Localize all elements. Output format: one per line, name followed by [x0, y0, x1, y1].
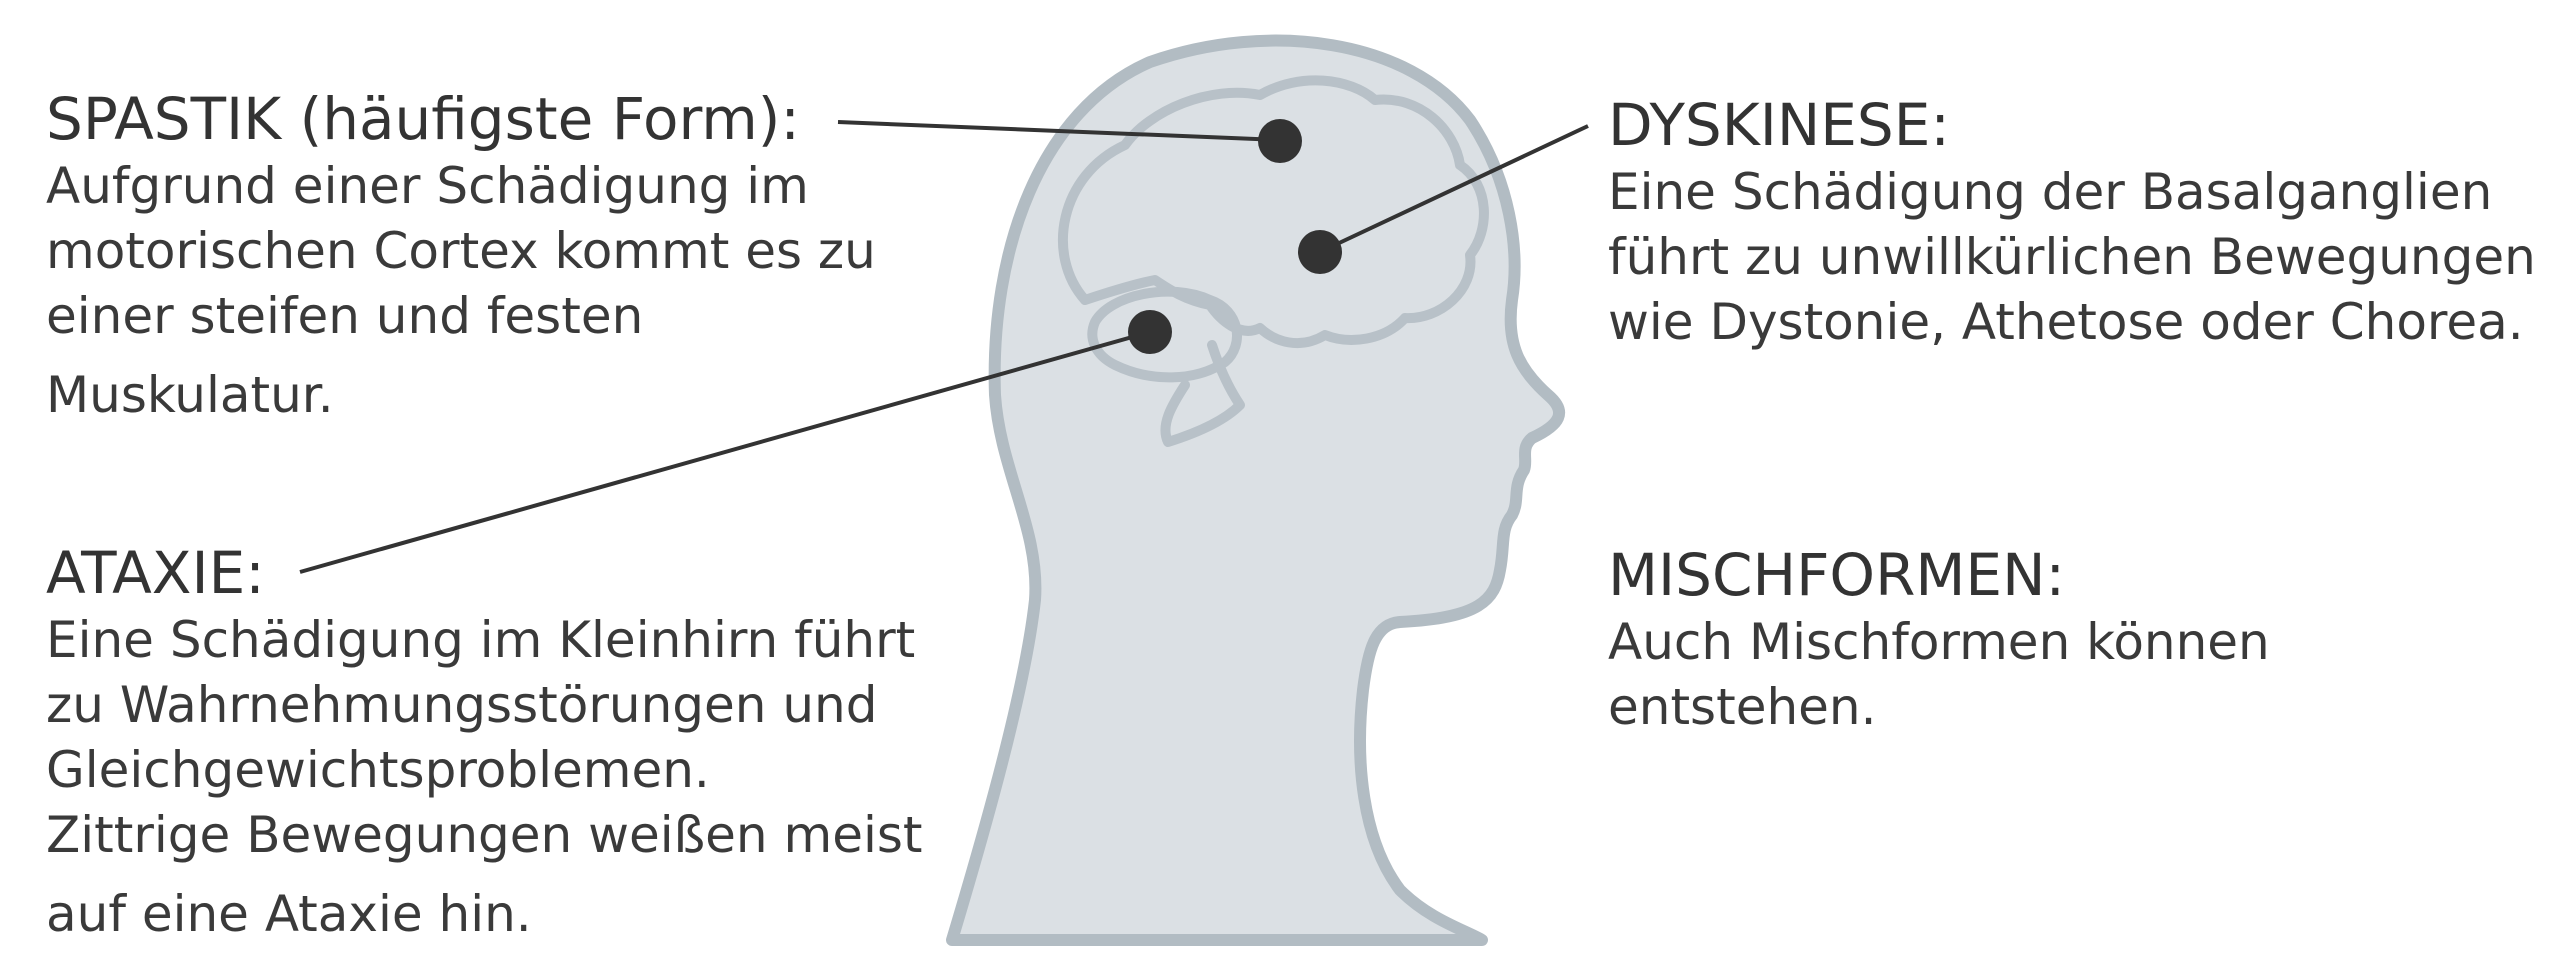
label-ataxie-line: Gleichgewichtsproblemen. [46, 741, 710, 799]
label-mischformen: MISCHFORMEN: Auch Mischformen können ent… [1608, 540, 2270, 740]
label-dyskinese: DYSKINESE: Eine Schädigung der Basalgang… [1608, 90, 2536, 355]
label-dyskinese-line: führt zu unwillkürlichen Bewegungen [1608, 228, 2536, 286]
leader-line-spastik [837, 120, 1281, 142]
label-mischformen-line: entstehen. [1608, 678, 1877, 736]
label-ataxie: ATAXIE: Eine Schädigung im Kleinhirn füh… [46, 538, 923, 947]
label-spastik-line: Aufgrund einer Schädigung im [46, 157, 809, 215]
leader-line-ataxie [299, 330, 1151, 574]
label-dyskinese-line: Eine Schädigung der Basalganglien [1608, 163, 2493, 221]
label-ataxie-line: zu Wahrnehmungsstörungen und [46, 676, 878, 734]
label-ataxie-line: Eine Schädigung im Kleinhirn führt [46, 611, 916, 669]
label-spastik-line: einer steifen und festen [46, 287, 644, 345]
marker-motor-cortex [1258, 119, 1302, 163]
marker-basal-ganglia [1298, 230, 1342, 274]
label-ataxie-line: auf eine Ataxie hin. [46, 885, 532, 943]
label-spastik: SPASTIK (häufigste Form): Aufgrund einer… [46, 84, 876, 428]
label-mischformen-line: Auch Mischformen können [1608, 613, 2270, 671]
label-spastik-title: SPASTIK (häufigste Form): [46, 85, 800, 153]
brain-cerebellum [1087, 286, 1242, 383]
label-dyskinese-title: DYSKINESE: [1608, 91, 1950, 159]
label-dyskinese-line: wie Dystonie, Athetose oder Chorea. [1608, 293, 2524, 351]
brain-stem [1160, 340, 1245, 447]
label-mischformen-title: MISCHFORMEN: [1608, 541, 2066, 609]
label-spastik-line: Muskulatur. [46, 366, 334, 424]
label-ataxie-title: ATAXIE: [46, 539, 265, 607]
marker-cerebellum [1128, 310, 1172, 354]
label-spastik-line: motorischen Cortex kommt es zu [46, 222, 876, 280]
leader-line-dyskinese [1319, 124, 1589, 254]
label-ataxie-line: Zittrige Bewegungen weißen meist [46, 806, 923, 864]
brain-cerebrum [1058, 75, 1489, 348]
head-silhouette [946, 34, 1565, 946]
